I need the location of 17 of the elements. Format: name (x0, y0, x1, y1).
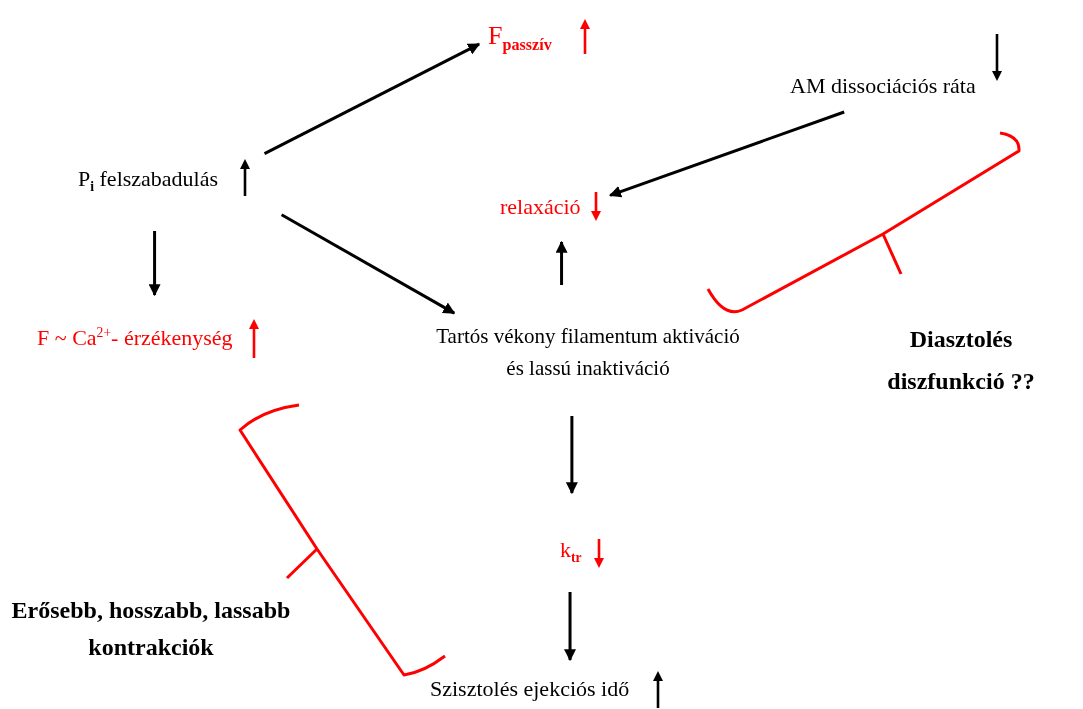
conclusion-text: Erősebb, hosszabb, lassabb kontrakciók (10, 596, 292, 662)
node-label: k$_{tr}$ (560, 536, 582, 564)
conclusion-text: Diasztolés diszfunkció ?? (886, 325, 1036, 396)
arrow (263, 42, 481, 155)
node-label: relaxáció (500, 193, 581, 221)
arrow (148, 231, 161, 297)
node-label: P$_{i}$ felszabadulás (78, 165, 219, 193)
arrow (565, 416, 578, 495)
node-label: F$_{passzív}$ (488, 19, 552, 53)
node-label: AM dissociációs ráta (790, 72, 976, 100)
arrow (555, 240, 568, 285)
arrow (564, 592, 577, 662)
node-label: Tartós vékony filamentum aktiváció és lassú inaktiváció (436, 323, 740, 382)
arrow (280, 213, 456, 315)
arrow (609, 110, 845, 198)
node-label: F ~ Ca$^{2+}$- érzékenység (37, 324, 233, 352)
node-label: Szisztolés ejekciós idő (430, 675, 630, 703)
